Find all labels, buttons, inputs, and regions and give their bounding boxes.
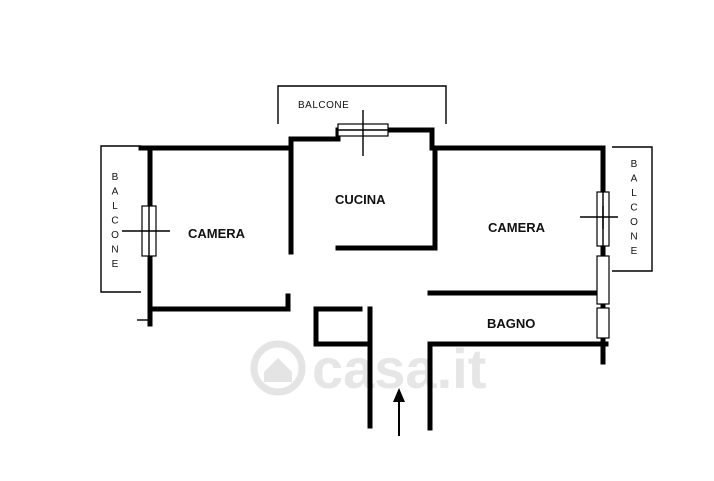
left-letter: L xyxy=(112,201,118,212)
room-label-camera-right: CAMERA xyxy=(488,220,546,235)
right-letter: N xyxy=(630,232,637,243)
balcony-top-label: BALCONE xyxy=(298,100,349,111)
right-letter: E xyxy=(631,246,638,257)
balcony-right-label: BALCONE xyxy=(630,159,638,257)
walls xyxy=(138,127,609,431)
left-letter: C xyxy=(111,216,118,227)
balcony-top: BALCONE xyxy=(277,85,447,124)
balcony-left-label: BALCONE xyxy=(111,172,119,270)
door-marks xyxy=(122,110,618,232)
left-letter: B xyxy=(112,172,119,183)
room-label-camera-left: CAMERA xyxy=(188,226,246,241)
left-letter: A xyxy=(112,187,119,198)
left-letter: O xyxy=(111,230,119,241)
right-letter: B xyxy=(631,159,638,170)
room-label-cucina: CUCINA xyxy=(335,192,386,207)
balcony-right: BALCONE xyxy=(612,146,653,272)
right-letter: A xyxy=(631,174,638,185)
room-label-bagno: BAGNO xyxy=(487,316,535,331)
entrance-arrow-icon xyxy=(393,388,405,436)
right-letter: C xyxy=(630,203,637,214)
left-letter: N xyxy=(111,245,118,256)
balcony-left: BALCONE xyxy=(100,145,141,293)
right-letter: O xyxy=(630,217,638,228)
left-letter: E xyxy=(112,259,119,270)
right-letter: L xyxy=(631,188,637,199)
